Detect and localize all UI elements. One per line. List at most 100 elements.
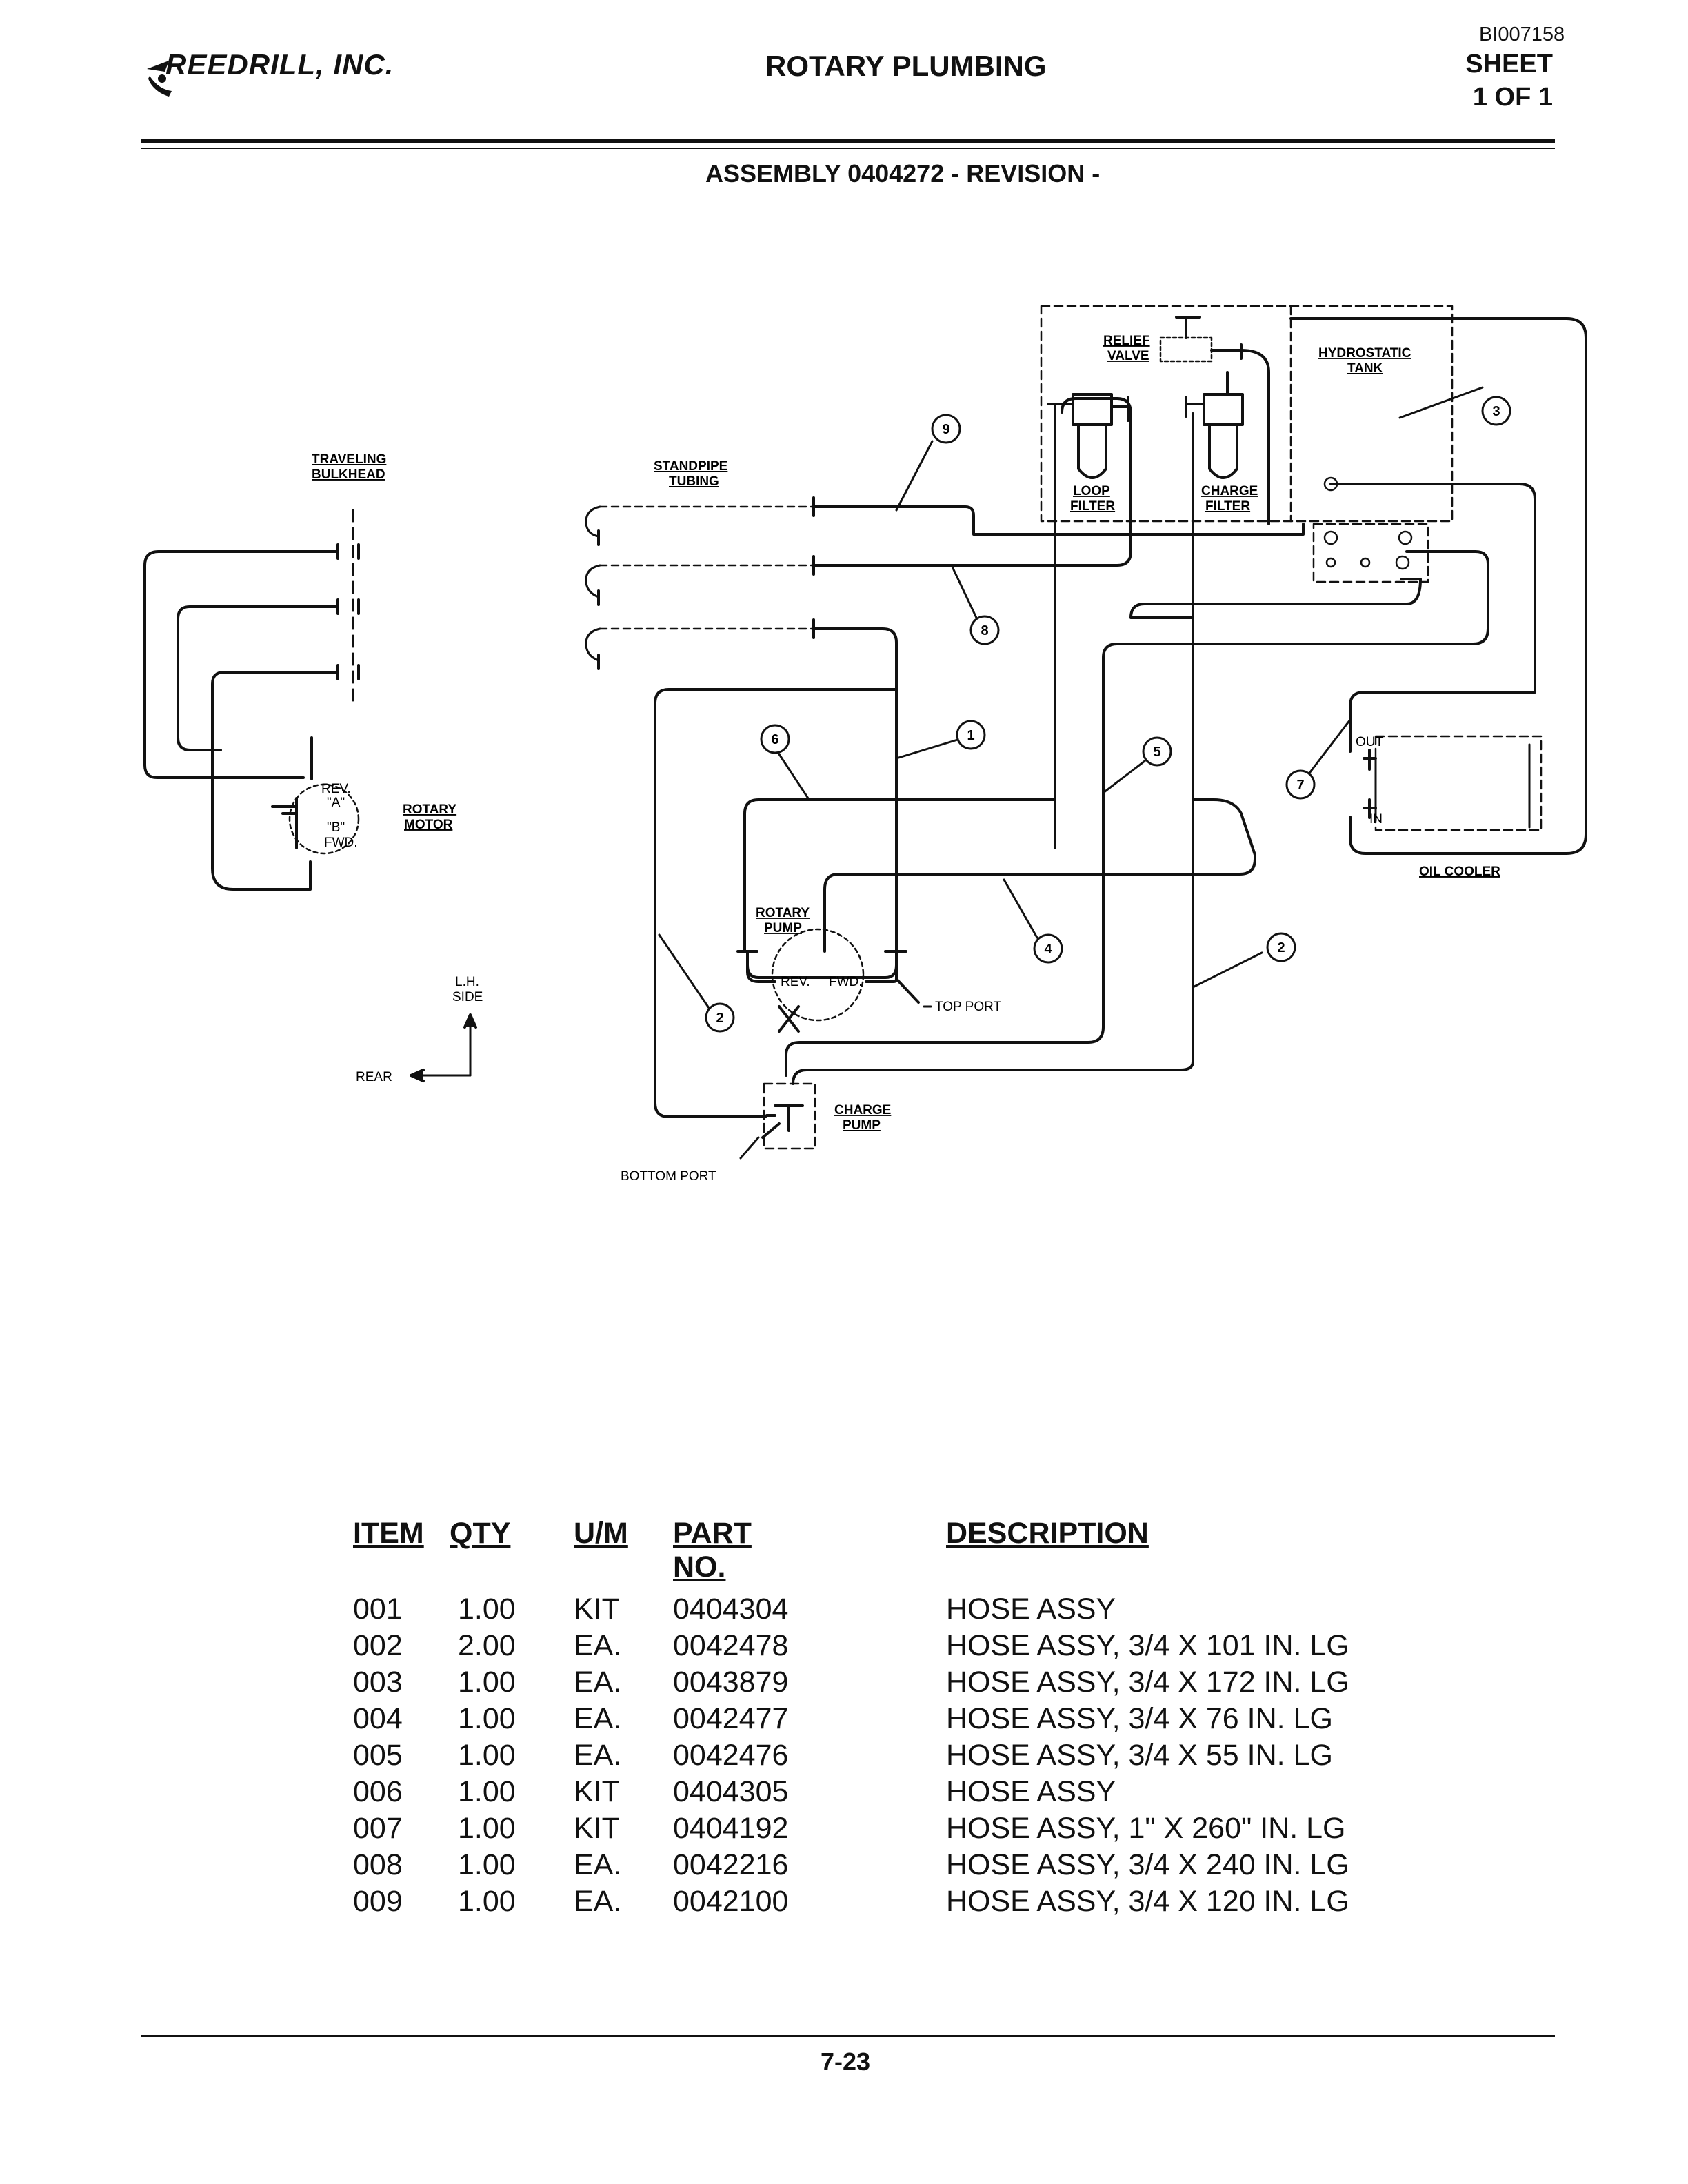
- cell-part-no: 0404192: [673, 1812, 789, 1845]
- label-standpipe-tubing-2: TUBING: [669, 474, 719, 489]
- filter-housing-frame: [763, 305, 1543, 1150]
- cell-item: 007: [353, 1812, 403, 1845]
- cell-item: 005: [353, 1739, 403, 1772]
- cooler-in-label: IN: [1369, 812, 1383, 827]
- cell-qty: 1.00: [458, 1593, 516, 1626]
- motor-port-b: "B": [327, 820, 345, 835]
- cell-qty: 1.00: [458, 1739, 516, 1772]
- label-loop-filter-1: LOOP: [1073, 484, 1110, 498]
- cell-description: HOSE ASSY, 1" X 260" IN. LG: [946, 1812, 1346, 1845]
- callout-8: 9: [942, 422, 950, 437]
- table-row: 007 1.00 KIT 0404192 HOSE ASSY, 1" X 260" IN…: [353, 1812, 1456, 1848]
- callout-3: 3: [1492, 404, 1500, 419]
- callout-9: 7: [1296, 778, 1304, 793]
- label-rotary-pump-1: ROTARY: [756, 906, 810, 920]
- cell-um: EA.: [574, 1885, 622, 1918]
- cell-qty: 1.00: [458, 1666, 516, 1699]
- cell-description: HOSE ASSY: [946, 1593, 1116, 1626]
- cell-item: 008: [353, 1848, 403, 1881]
- callout-1: 1: [967, 728, 974, 743]
- assembly-title: ASSEMBLY 0404272 - REVISION -: [705, 159, 1101, 188]
- motor-port-a: "A": [327, 796, 345, 810]
- label-hydrostatic-tank-2: TANK: [1347, 361, 1383, 376]
- header-description: DESCRIPTION: [946, 1517, 1149, 1550]
- label-rotary-motor-2: MOTOR: [404, 818, 453, 832]
- table-row: 009 1.00 EA. 0042100 HOSE ASSY, 3/4 X 120 IN…: [353, 1885, 1456, 1921]
- table-row: 001 1.00 KIT 0404304 HOSE ASSY: [353, 1593, 1456, 1628]
- label-charge-pump-1: CHARGE: [834, 1103, 891, 1118]
- header-rule-thin: [141, 148, 1555, 149]
- sheet-label: SHEET: [1465, 50, 1553, 79]
- bottom-port-label: BOTTOM PORT: [621, 1169, 716, 1184]
- callout-2b: 2: [1277, 940, 1285, 956]
- motor-rev-label: REV.: [321, 782, 351, 796]
- label-hydrostatic-tank-1: HYDROSTATIC: [1318, 346, 1411, 361]
- header-item: ITEM: [353, 1517, 424, 1550]
- label-relief-valve-2: VALVE: [1107, 349, 1149, 363]
- document-id: BI007158: [1479, 23, 1565, 46]
- cell-description: HOSE ASSY: [946, 1775, 1116, 1808]
- label-charge-pump-2: PUMP: [843, 1118, 881, 1133]
- cell-um: EA.: [574, 1848, 622, 1881]
- cell-qty: 1.00: [458, 1812, 516, 1845]
- company-logo-icon: [147, 61, 172, 97]
- cell-part-no: 0042478: [673, 1629, 789, 1662]
- cell-qty: 2.00: [458, 1629, 516, 1662]
- company-name: REEDRILL, INC.: [165, 48, 394, 81]
- label-relief-valve-1: RELIEF: [1103, 334, 1150, 348]
- pump-fwd-label: FWD.: [829, 975, 863, 989]
- cell-um: EA.: [574, 1666, 622, 1699]
- cell-description: HOSE ASSY, 3/4 X 55 IN. LG: [946, 1739, 1333, 1772]
- callout-5: 5: [1153, 745, 1160, 760]
- cell-part-no: 0042477: [673, 1702, 789, 1735]
- callout-circles: [705, 396, 1511, 1033]
- label-rotary-motor-1: ROTARY: [403, 802, 456, 817]
- header-um: U/M: [574, 1517, 628, 1550]
- cell-description: HOSE ASSY, 3/4 X 240 IN. LG: [946, 1848, 1349, 1881]
- cell-description: HOSE ASSY, 3/4 X 120 IN. LG: [946, 1885, 1349, 1918]
- callout-7: 8: [981, 623, 988, 638]
- label-rotary-pump-2: PUMP: [764, 921, 802, 936]
- cell-item: 009: [353, 1885, 403, 1918]
- cell-um: KIT: [574, 1775, 620, 1808]
- cell-part-no: 0043879: [673, 1666, 789, 1699]
- cell-um: KIT: [574, 1593, 620, 1626]
- footer-rule: [141, 2035, 1555, 2037]
- label-traveling-bulkhead-1: TRAVELING: [312, 452, 386, 467]
- label-traveling-bulkhead-2: BULKHEAD: [312, 467, 385, 482]
- cell-item: 003: [353, 1666, 403, 1699]
- callout-2a: 2: [716, 1011, 723, 1026]
- motor-fwd-label: FWD.: [324, 836, 358, 850]
- cell-qty: 1.00: [458, 1775, 516, 1808]
- cell-um: KIT: [574, 1812, 620, 1845]
- cell-part-no: 0404304: [673, 1593, 789, 1626]
- cell-item: 001: [353, 1593, 403, 1626]
- cell-um: EA.: [574, 1702, 622, 1735]
- cell-description: HOSE ASSY, 3/4 X 76 IN. LG: [946, 1702, 1333, 1735]
- plumbing-diagram: 9 8 3 1 5 6 4 2 2 7 TRAVELING BULKHEAD S…: [143, 305, 1587, 1184]
- cell-description: HOSE ASSY, 3/4 X 101 IN. LG: [946, 1629, 1349, 1662]
- label-standpipe-tubing-1: STANDPIPE: [654, 459, 727, 474]
- cell-um: EA.: [574, 1739, 622, 1772]
- table-row: 006 1.00 KIT 0404305 HOSE ASSY: [353, 1775, 1456, 1811]
- cell-part-no: 0042100: [673, 1885, 789, 1918]
- callout-4: 4: [1044, 942, 1052, 957]
- callout-6: 6: [771, 732, 778, 747]
- cell-qty: 1.00: [458, 1885, 516, 1918]
- header-qty: QTY: [450, 1517, 511, 1550]
- cell-part-no: 0042476: [673, 1739, 789, 1772]
- label-oil-cooler: OIL COOLER: [1419, 865, 1500, 879]
- top-port-label: TOP PORT: [935, 1000, 1001, 1014]
- cell-qty: 1.00: [458, 1702, 516, 1735]
- pump-rev-label: REV.: [781, 975, 810, 989]
- label-charge-filter-2: FILTER: [1205, 499, 1250, 514]
- cell-part-no: 0404305: [673, 1775, 789, 1808]
- cooler-out-label: OUT: [1356, 735, 1384, 749]
- page-number: 7-23: [821, 2048, 871, 2076]
- cell-item: 006: [353, 1775, 403, 1808]
- cell-qty: 1.00: [458, 1848, 516, 1881]
